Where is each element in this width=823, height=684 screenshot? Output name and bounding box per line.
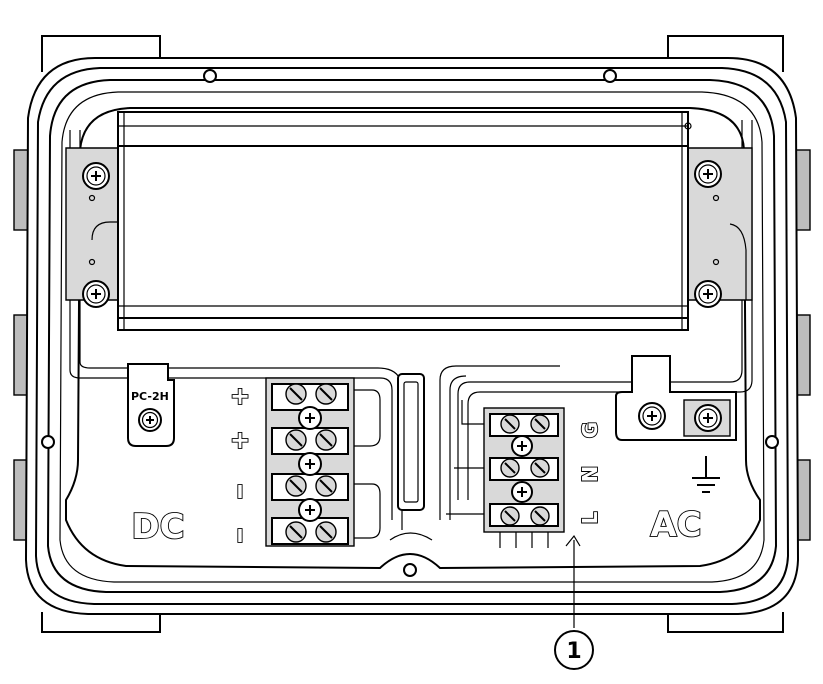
pcb-module <box>65 111 753 331</box>
screw-icon <box>315 521 337 543</box>
screw-icon <box>500 414 520 434</box>
ac-line-label: L <box>578 511 602 524</box>
screw-icon <box>82 162 110 190</box>
screw-icon <box>500 506 520 526</box>
screw-icon <box>315 429 337 451</box>
dc-negative-label: I <box>237 526 244 547</box>
screw-icon <box>315 475 337 497</box>
ac-terminal-screws <box>500 414 550 526</box>
ac-neutral-label: N <box>578 466 602 483</box>
ground-icon <box>692 456 720 493</box>
screw-icon <box>530 458 550 478</box>
screw-icon <box>82 280 110 308</box>
dc-polarity-labels: + + I I <box>229 381 251 548</box>
screw-icon <box>500 458 520 478</box>
ac-clamp <box>615 355 737 441</box>
screw-icon <box>285 521 307 543</box>
ac-label: AC <box>650 505 701 545</box>
screw-icon <box>285 383 307 405</box>
dc-label: DC <box>131 507 184 547</box>
screw-icon <box>298 406 322 430</box>
dc-terminal-screws <box>285 383 337 543</box>
center-slot <box>389 373 433 541</box>
screw-icon <box>530 414 550 434</box>
screw-icon <box>315 383 337 405</box>
ac-terminal-labels: G N L <box>577 421 603 525</box>
screw-icon <box>638 402 666 430</box>
screw-icon <box>511 481 533 503</box>
screw-icon <box>694 280 722 308</box>
dc-positive-label: + <box>230 382 250 410</box>
screw-icon <box>511 435 533 457</box>
ac-ground-label: G <box>578 422 602 438</box>
screw-icon <box>138 408 162 432</box>
screw-icon <box>298 498 322 522</box>
screw-icon <box>694 404 722 432</box>
dc-positive-label: + <box>230 426 250 454</box>
callout-1: 1 <box>554 534 594 670</box>
screw-icon <box>285 429 307 451</box>
dc-negative-label: I <box>237 482 244 503</box>
screw-icon <box>298 452 322 476</box>
screw-icon <box>530 506 550 526</box>
module-label: PC-2H <box>131 390 169 403</box>
pcb-screws <box>82 160 722 308</box>
callout-number: 1 <box>566 639 581 664</box>
pc2h-clamp: PC-2H <box>127 363 175 447</box>
screw-icon <box>694 160 722 188</box>
screw-icon <box>285 475 307 497</box>
